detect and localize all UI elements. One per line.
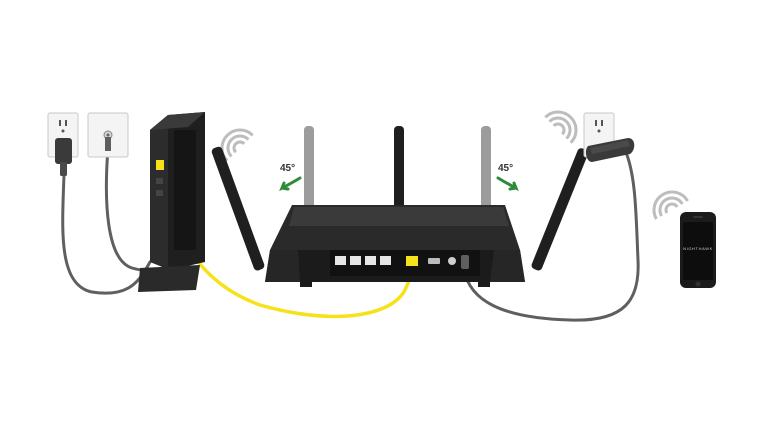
router-power-adapter <box>585 138 635 162</box>
left-rotate-arrow-icon <box>279 176 302 192</box>
router-lan-ports <box>335 256 391 265</box>
router-power-button <box>448 257 456 265</box>
modem-power-cable <box>61 173 152 295</box>
smartphone <box>680 212 716 288</box>
left-antenna-angle-label: 45° <box>280 163 296 174</box>
cable-modem <box>138 112 205 292</box>
router-power-cable <box>462 148 640 322</box>
modem-power-plug <box>55 138 72 176</box>
router-usb-port <box>428 258 440 264</box>
right-rotate-arrow-icon <box>496 176 519 192</box>
right-antenna-angle-label: 45° <box>498 163 514 174</box>
coax-wall-plate-icon <box>87 112 129 158</box>
phone-wifi-icon <box>652 190 689 220</box>
antenna-outer-left <box>211 146 265 271</box>
modem-ethernet-port <box>156 160 164 170</box>
phone-brand-text: NIGHTHAWK <box>683 246 713 251</box>
router-internet-port <box>406 256 418 266</box>
router-power-jack <box>461 255 469 269</box>
router-right-wifi-icon <box>544 110 578 144</box>
router-body <box>265 205 525 287</box>
antenna-outer-right <box>531 148 589 271</box>
